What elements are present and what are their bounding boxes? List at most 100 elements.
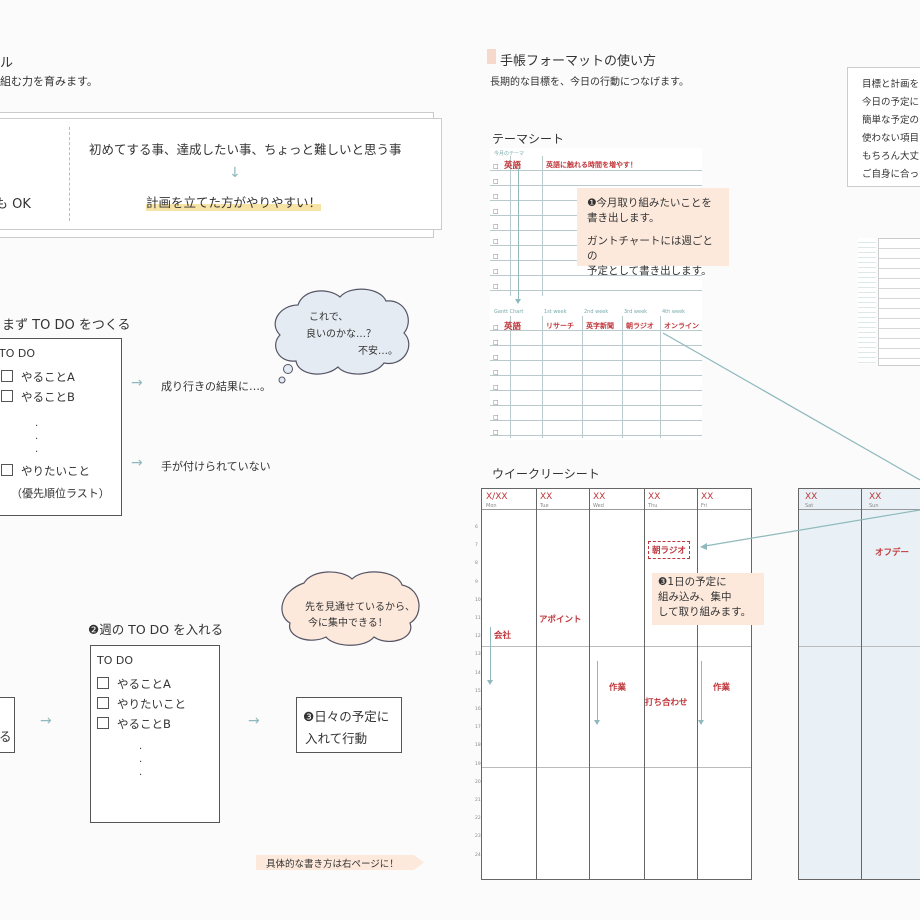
focus-line-2: 今に集中できる！ <box>308 618 388 629</box>
worry-line-3: 不安…。 <box>358 346 398 357</box>
day-sat-date: XX <box>805 492 818 502</box>
side-note-line-6: ご自身に合っ <box>862 169 920 180</box>
left-step-box: る <box>0 697 15 753</box>
kaisha-arrow <box>487 627 493 685</box>
event-sagyo-fri: 作業 <box>713 683 731 693</box>
note3-line-3: して取り組みます。 <box>658 606 752 618</box>
side-note-line-1: 目標と計画を <box>862 79 920 90</box>
todo2-item-b: やることB <box>97 716 171 732</box>
gantt-row1-week3: 朝ラジオ <box>626 322 654 330</box>
title-marker <box>487 49 496 64</box>
hour-label: 24 <box>475 852 481 858</box>
hour-label: 11 <box>475 616 481 621</box>
note1: ❶今月取り組みたいことを 書き出します。 ガントチャートには週ごとの 予定として… <box>577 188 729 277</box>
hour-label: 22 <box>475 816 481 822</box>
note1-line-1: ❶今月取り組みたいことを <box>587 197 712 209</box>
side-note-line-5: もちろん大丈 <box>862 151 920 162</box>
side-note-line-3: 簡単な予定の <box>862 115 920 126</box>
hour-label: 8 <box>475 561 478 567</box>
hour-label: 21 <box>475 798 481 803</box>
theme-row1-label: 英語 <box>504 161 522 171</box>
worry-line-2: 良いのかな…？ <box>306 329 376 340</box>
todo1-item-a: やることA <box>1 369 75 385</box>
todo2-item-want: やりたいこと <box>97 696 186 712</box>
arrow-right-icon: → <box>40 713 52 729</box>
side-note-line-2: 今日の予定に <box>862 97 920 108</box>
week-label-2: 2nd week <box>584 309 609 315</box>
speech-bubble-focus <box>281 571 420 646</box>
todo1-item-b: やることB <box>1 389 75 405</box>
day-wed-date: XX <box>593 492 606 502</box>
checkbox-icon <box>1 390 13 402</box>
gantt-rows <box>490 316 702 438</box>
comparison-frame: も OK 初めてする事、達成したい事、ちょっと難しいと思う事 ↓ 計画を立てた方… <box>0 118 442 230</box>
day-mon-label: Mon <box>486 503 497 509</box>
weekly-sheet-label: ウイークリーシート <box>492 467 600 481</box>
compare-left-text: も OK <box>0 197 31 212</box>
todo2-item-a: やることA <box>97 676 171 692</box>
planner-thumbnail <box>858 238 920 366</box>
result2-text: 手が付けられていない <box>161 460 271 473</box>
result1-text: 成り行きの結果に…。 <box>161 380 271 393</box>
theme-down-arrow <box>515 168 521 304</box>
side-note-line-4: 使わない項目 <box>862 133 920 144</box>
hour-label: 6 <box>475 525 478 530</box>
event-appoint: アポイント <box>539 615 582 625</box>
thought-bubble-worry <box>274 288 410 384</box>
day-mon-date: X/XX <box>486 492 508 502</box>
right-page-title: 手帳フォーマットの使い方 <box>500 54 657 69</box>
hour-label: 10 <box>475 597 481 603</box>
checkbox-icon <box>1 370 13 382</box>
arrow-right-icon: → <box>131 375 143 391</box>
checkbox-column: □□□□□□□□ <box>493 324 499 436</box>
hour-label: 17 <box>475 725 481 731</box>
gantt-row1-week1: リサーチ <box>546 322 574 330</box>
week-label-4: 4th week <box>662 309 686 315</box>
checkbox-icon <box>97 717 109 729</box>
hour-label: 14 <box>475 670 481 676</box>
left-step-box-text: る <box>0 729 12 744</box>
day-sun-label: Sun <box>869 503 879 509</box>
left-header-title: ル <box>0 56 14 71</box>
day-sun-date: XX <box>869 492 882 502</box>
note1-line-2: 書き出します。 <box>587 212 660 224</box>
todo-box-2: TO DO やることA やりたいこと やることB ... <box>90 645 220 823</box>
ellipsis-dots: ... <box>139 741 143 778</box>
compare-divider <box>69 127 70 221</box>
theme-top-caption: 今月のテーマ <box>494 151 525 157</box>
step3-line-2: 入れて行動 <box>305 731 368 746</box>
arrow-right-icon: → <box>248 713 260 729</box>
focus-line-1: 先を見通せているから、 <box>305 602 415 613</box>
note3-line-1: ❸1日の予定に <box>658 576 727 588</box>
hour-label: 20 <box>475 779 481 785</box>
week-label-3: 3rd week <box>624 309 648 315</box>
arrow-right-icon: → <box>131 455 143 471</box>
todo1-title: TO DO <box>0 347 36 360</box>
hour-label: 23 <box>475 834 481 840</box>
worry-line-1: これで、 <box>309 312 349 323</box>
ellipsis-dots: ... <box>35 418 39 455</box>
note3-line-2: 組み込み、集中 <box>658 591 732 603</box>
checkbox-column: □□□□□□□□□ <box>493 163 499 290</box>
compare-arrow-icon: ↓ <box>229 165 241 181</box>
hour-label: 16 <box>475 707 481 712</box>
hour-label: 7 <box>475 543 478 549</box>
note1-line-4: ガントチャートには週ごとの <box>587 235 713 262</box>
hour-label: 19 <box>475 761 481 767</box>
step3-box: ❸日々の予定に 入れて行動 <box>296 697 402 753</box>
footer-tag: 具体的な書き方は右ページに！ <box>256 855 424 870</box>
wed-arrow <box>594 661 600 725</box>
hour-label: 12 <box>475 634 481 640</box>
event-sagyo-wed: 作業 <box>609 683 627 693</box>
gantt-row1-week2: 英字新聞 <box>586 322 614 330</box>
gantt-row1-week4: オンライン <box>664 322 699 330</box>
day-tue-label: Tue <box>540 503 549 509</box>
day-sat-label: Sat <box>805 503 814 509</box>
theme-sheet-label: テーマシート <box>492 132 565 146</box>
checkbox-icon <box>97 697 109 709</box>
compare-right-text: 初めてする事、達成したい事、ちょっと難しいと思う事 <box>89 142 402 157</box>
hour-label: 15 <box>475 688 481 694</box>
day-thu-label: Thu <box>648 503 658 509</box>
